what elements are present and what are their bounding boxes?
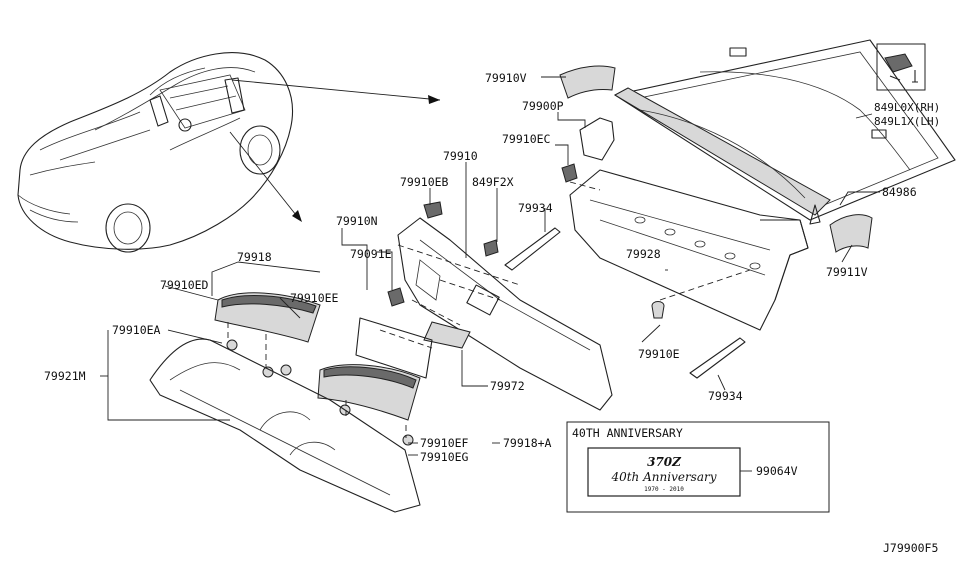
bracket-79934-upper xyxy=(504,227,561,271)
label-84986: 84986 xyxy=(882,185,917,199)
badge-script: 40th Anniversary xyxy=(610,470,716,484)
label-79918: 79918 xyxy=(237,250,272,264)
label-79910ED: 79910ED xyxy=(160,278,209,292)
label-79910EB: 79910EB xyxy=(400,175,449,189)
label-79921M: 79921M xyxy=(44,369,86,383)
arrow-line-1 xyxy=(231,79,441,101)
pad-79910V xyxy=(559,65,616,99)
label-849L1X: 849L1X(LH) xyxy=(874,115,940,128)
clip-79910EA xyxy=(226,339,238,351)
arrow-head-2 xyxy=(292,210,302,222)
label-79910N: 79910N xyxy=(336,214,378,228)
panel-79928 xyxy=(569,169,809,331)
badge-plate xyxy=(587,447,741,497)
clip-79910EG xyxy=(402,434,414,446)
label-79910EC: 79910EC xyxy=(502,132,551,146)
arrow-head-1 xyxy=(428,95,440,104)
label-849F2X: 849F2X xyxy=(472,175,514,189)
leader-lines xyxy=(100,76,880,472)
pad-79972 xyxy=(423,321,471,349)
label-79910EG: 79910EG xyxy=(420,450,469,464)
label-79934-lower: 79934 xyxy=(708,389,743,403)
trim-79921M xyxy=(149,338,421,513)
label-79900P: 79900P xyxy=(522,99,564,113)
label-79091E: 79091E xyxy=(350,247,392,261)
screw-detail-icon xyxy=(889,70,918,83)
label-79910EA: 79910EA xyxy=(112,323,161,337)
trim-79918A xyxy=(317,364,421,421)
label-849L0X: 849L0X(RH) xyxy=(874,101,940,114)
label-79918A: 79918+A xyxy=(503,436,552,450)
clip-79910EC xyxy=(561,163,578,183)
panel-79910N xyxy=(355,317,433,379)
car-illustration xyxy=(17,52,294,253)
arrow-line-2 xyxy=(229,131,301,221)
label-79910EF: 79910EF xyxy=(420,436,469,450)
bracket-79934-lower xyxy=(689,337,746,379)
clip-detail-icon xyxy=(884,53,913,73)
clip-79910EB xyxy=(423,201,443,219)
rear-cover-84986 xyxy=(613,39,956,225)
anniversary-title: 40TH ANNIVERSARY xyxy=(572,426,683,440)
label-79910V: 79910V xyxy=(485,71,527,85)
fastener-849F2X xyxy=(483,239,499,257)
label-79910: 79910 xyxy=(443,149,478,163)
label-99064V: 99064V xyxy=(756,464,798,478)
label-79972: 79972 xyxy=(490,379,525,393)
bracket-79900P xyxy=(579,117,615,161)
label-79928: 79928 xyxy=(626,247,661,261)
clip-79910EE-lower xyxy=(280,364,292,376)
badge-model: 370Z xyxy=(647,455,682,469)
clip-detail-box xyxy=(876,43,926,91)
label-79934-upper: 79934 xyxy=(518,201,553,215)
label-79911V: 79911V xyxy=(826,265,868,279)
label-79910EE: 79910EE xyxy=(290,291,339,305)
label-79910E: 79910E xyxy=(638,347,680,361)
trim-79918 xyxy=(214,292,321,343)
assembly-lines xyxy=(227,181,601,438)
clip-79910E xyxy=(651,301,665,319)
badge-years: 1970 - 2010 xyxy=(644,486,684,493)
pad-79911V xyxy=(829,214,873,253)
anniversary-box xyxy=(566,421,830,513)
diagram-id: J79900F5 xyxy=(883,541,938,555)
dash-79910E xyxy=(659,269,751,301)
clip-79091E xyxy=(387,287,405,307)
